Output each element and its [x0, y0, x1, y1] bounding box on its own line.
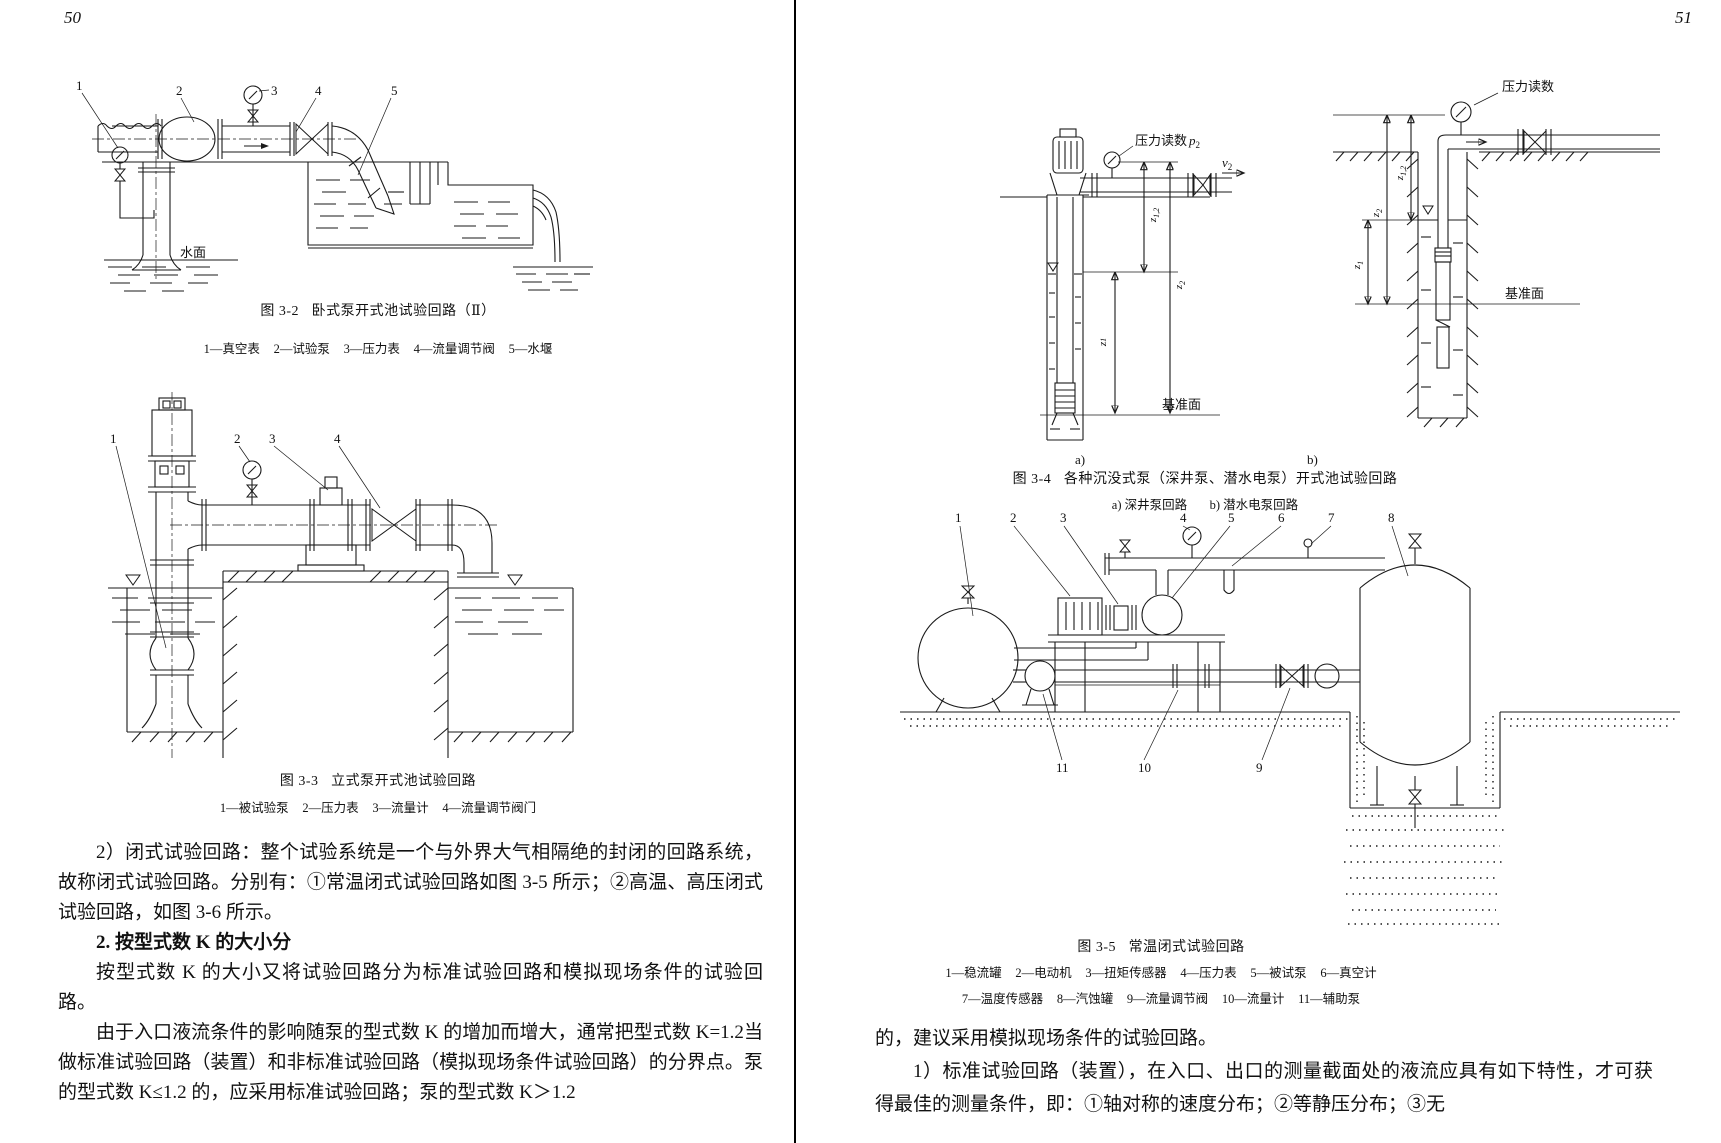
svg-text:7: 7 [1328, 510, 1335, 525]
label-3: 3 [271, 83, 278, 98]
subfig-a-label: a) [1075, 452, 1086, 467]
svg-text:4: 4 [334, 431, 341, 446]
page-number-left: 50 [64, 8, 81, 27]
discharge-pipe [92, 125, 358, 153]
test-pump [1141, 570, 1183, 636]
figure-3-3-diagram: 1 2 3 4 [108, 392, 574, 758]
label-2: 2 [176, 83, 183, 98]
body-text-right: 的，建议采用模拟现场条件的试验回路。 1）标准试验回路（装置），在入口、出口的测… [875, 1022, 1653, 1121]
suction-pool [104, 259, 238, 292]
dim-z1-b: z1 [1351, 261, 1365, 270]
stabilizing-tank [917, 585, 1019, 713]
cavitation-tank [1359, 533, 1471, 828]
datum-label-a: 基准面 [1162, 397, 1201, 412]
dim-z2-b: z2 [1370, 209, 1384, 218]
pressure-gauge-icon [242, 460, 262, 505]
outlet-elbow [451, 504, 499, 578]
svg-text:3: 3 [1060, 510, 1067, 525]
svg-text:8: 8 [1388, 510, 1395, 525]
top-pipe-run [1104, 526, 1385, 595]
paragraph: 的，建议采用模拟现场条件的试验回路。 [875, 1028, 1218, 1049]
flow-control-valve-icon [289, 122, 333, 156]
label-1: 1 [76, 78, 83, 93]
paragraph: 由于入口液流条件的影响随泵的型式数 K 的增加而增大，通常把型式数 K=1.2当… [58, 1022, 763, 1103]
vacuum-gauge-icon [111, 146, 155, 219]
svg-text:6: 6 [1278, 510, 1285, 525]
suction-pipe [1014, 642, 1149, 661]
svg-text:1: 1 [110, 431, 117, 446]
svg-text:3: 3 [269, 431, 276, 446]
right-pool [448, 574, 574, 743]
inclined-discharge-pipe [331, 125, 395, 215]
submersible-pump-circuit: 压力读数 z1,2 z2 z1 基准面 [1333, 79, 1660, 428]
dim-z1: z1 [1097, 338, 1109, 347]
svg-text:5: 5 [1228, 510, 1235, 525]
overflow-stream [513, 189, 593, 291]
torque-sensor [1105, 605, 1137, 631]
page-divider [794, 0, 796, 1143]
svg-text:10: 10 [1138, 760, 1151, 775]
pump-column [141, 492, 203, 729]
left-pool [108, 574, 223, 743]
vertical-motor [148, 392, 196, 758]
return-pipe-run [1013, 660, 1360, 706]
paragraph: 1）标准试验回路（装置），在入口、出口的测量截面处的液流应具有如下特性，才可获得… [875, 1061, 1653, 1115]
velocity-label: v2 [1222, 155, 1232, 172]
concrete-block [222, 570, 449, 758]
page-right: 51 [875, 0, 1698, 1143]
pressure-reading-label-b: 压力读数 [1502, 79, 1554, 94]
svg-text:9: 9 [1256, 760, 1263, 775]
figure-3-5-diagram: 1 2 3 4 5 6 7 8 9 10 11 [900, 510, 1680, 925]
flow-meter [297, 476, 365, 572]
ground-and-pit [900, 711, 1680, 925]
paragraph: 2）闭式试验回路：整个试验系统是一个与外界大气相隔绝的封闭的回路系统，故称闭式试… [58, 842, 763, 923]
water-surface-label: 水面 [180, 245, 206, 260]
page-left: 50 1 2 3 4 5 [58, 0, 764, 1143]
svg-text:4: 4 [1180, 510, 1187, 525]
label-5: 5 [391, 83, 398, 98]
label-4: 4 [315, 83, 322, 98]
temperature-sensor-icon [1303, 538, 1313, 548]
svg-text:11: 11 [1056, 760, 1069, 775]
dim-z12-b: z1,2 [1394, 166, 1408, 181]
body-text-left: 2）闭式试验回路：整个试验系统是一个与外界大气相隔绝的封闭的回路系统，故称闭式试… [58, 838, 763, 1108]
datum-label-b: 基准面 [1505, 286, 1544, 301]
vacuum-u-tube-icon [1223, 570, 1235, 595]
svg-text:2: 2 [234, 431, 241, 446]
svg-text:1: 1 [955, 510, 962, 525]
part-number-labels: 1 2 3 4 [110, 431, 381, 649]
dim-z12: z1,2 [1147, 208, 1161, 223]
auxiliary-pump-icon [1024, 660, 1056, 692]
flow-control-valve-icon [371, 508, 417, 542]
section-heading: 2. 按型式数 K 的大小分 [96, 932, 292, 953]
electric-motor [1057, 597, 1103, 636]
weir-tank [102, 161, 534, 249]
figure-3-2-diagram: 1 2 3 4 5 [76, 78, 593, 292]
horizontal-pipe [170, 499, 500, 551]
suction-column [131, 114, 182, 282]
paragraph: 按型式数 K 的大小又将试验回路分为标准试验回路和模拟现场条件的试验回路。 [58, 962, 763, 1013]
svg-text:2: 2 [1010, 510, 1017, 525]
pressure-gauge-icon [243, 85, 263, 126]
subfig-b-label: b) [1307, 452, 1318, 467]
page-number-right: 51 [1675, 8, 1692, 27]
dim-z2: z2 [1173, 281, 1187, 290]
part-number-labels: 1 2 3 4 5 6 7 8 9 10 11 [955, 510, 1409, 775]
